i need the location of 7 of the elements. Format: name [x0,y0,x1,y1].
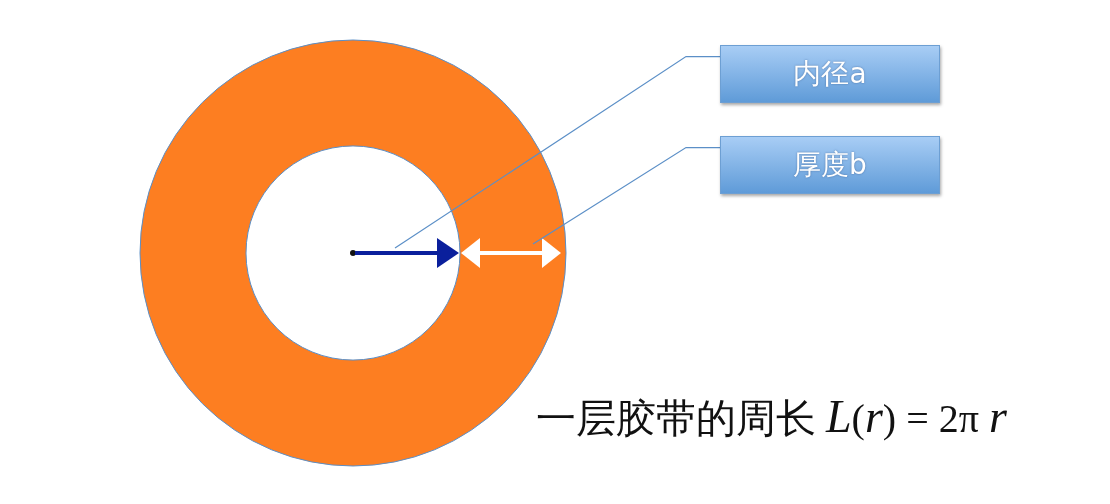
leader-line [532,147,721,245]
callout-label: 厚度b [793,147,867,183]
callout-label: 内径a [793,56,867,92]
callout-box [720,136,940,194]
callout-box [720,45,940,103]
leader-line [394,56,721,249]
formula-text: 一层胶带的周长 L(r) = 2π r [536,390,1007,444]
